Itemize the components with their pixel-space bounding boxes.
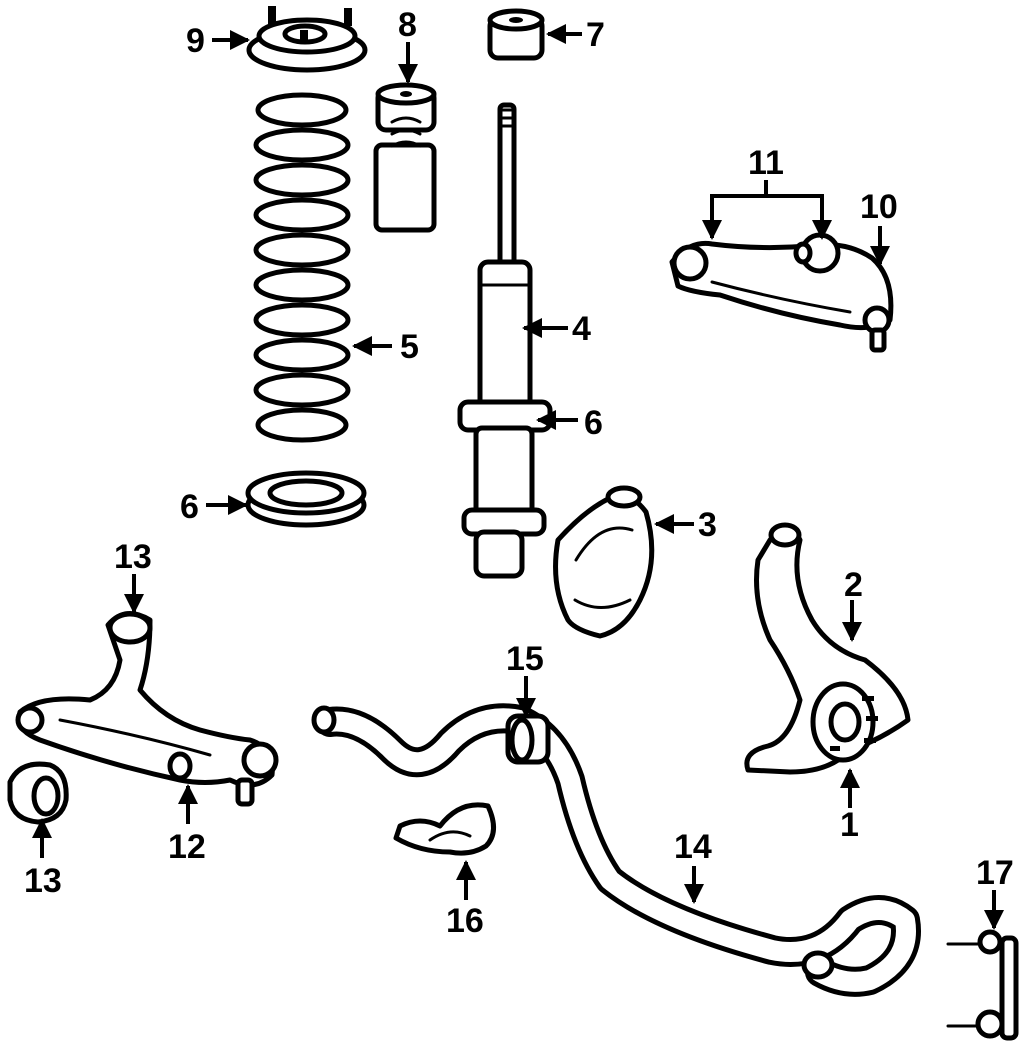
top-bushing-part[interactable] bbox=[487, 8, 545, 61]
lower-spring-isolator-part[interactable] bbox=[245, 470, 367, 528]
wheel-hub-part[interactable] bbox=[810, 681, 878, 763]
callout-3[interactable]: 3 bbox=[698, 506, 717, 544]
stabilizer-bar-part[interactable] bbox=[311, 703, 921, 997]
bump-stop-boot-part[interactable] bbox=[373, 82, 437, 233]
callout-14[interactable]: 14 bbox=[674, 828, 712, 866]
callout-5[interactable]: 5 bbox=[400, 328, 419, 366]
callout-17[interactable]: 17 bbox=[976, 854, 1014, 892]
callout-6-lower[interactable]: 6 bbox=[180, 488, 199, 526]
strut-fork-part[interactable] bbox=[553, 485, 655, 639]
lower-arm-bushing-part[interactable] bbox=[7, 761, 69, 825]
shock-absorber-part[interactable] bbox=[457, 102, 553, 579]
callout-10[interactable]: 10 bbox=[860, 188, 898, 226]
callout-13-lower[interactable]: 13 bbox=[24, 862, 62, 900]
callout-12[interactable]: 12 bbox=[168, 828, 206, 866]
callout-9[interactable]: 9 bbox=[186, 22, 205, 60]
stabilizer-bushing-part[interactable] bbox=[505, 713, 551, 765]
callout-4[interactable]: 4 bbox=[572, 310, 591, 348]
upper-ball-joint-part[interactable] bbox=[862, 305, 892, 353]
callout-11[interactable]: 11 bbox=[748, 144, 784, 182]
callout-16[interactable]: 16 bbox=[446, 902, 484, 940]
stabilizer-bracket-part[interactable] bbox=[393, 802, 496, 856]
lower-ball-joint-part[interactable] bbox=[235, 741, 279, 807]
upper-spring-mount-part[interactable] bbox=[246, 6, 368, 73]
lower-control-arm-part[interactable] bbox=[15, 611, 275, 788]
coil-spring-part[interactable] bbox=[253, 92, 351, 443]
callout-labels: 9 8 7 5 4 6 6 3 2 1 11 10 13 12 13 15 16… bbox=[24, 6, 1014, 940]
callout-7[interactable]: 7 bbox=[586, 16, 605, 54]
callout-1[interactable]: 1 bbox=[840, 806, 859, 844]
callout-2[interactable]: 2 bbox=[844, 566, 863, 604]
callout-8[interactable]: 8 bbox=[398, 6, 417, 44]
callout-6-upper[interactable]: 6 bbox=[584, 404, 603, 442]
callout-15[interactable]: 15 bbox=[506, 640, 544, 678]
upper-control-arm-part[interactable] bbox=[669, 232, 894, 331]
leader-arrows bbox=[32, 24, 1004, 930]
stabilizer-link-part[interactable] bbox=[946, 929, 1019, 1041]
callout-13-upper[interactable]: 13 bbox=[114, 538, 152, 576]
